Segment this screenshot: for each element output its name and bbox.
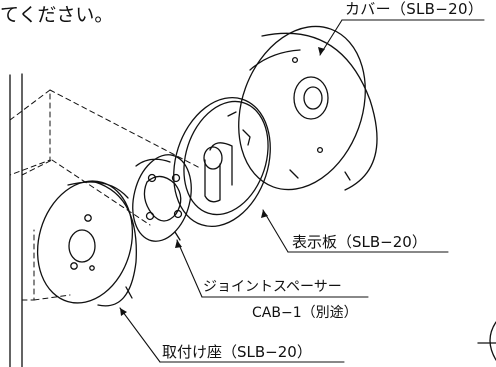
joint-spacer-part	[132, 154, 192, 242]
cover-part	[238, 25, 378, 191]
joint-spacer-part-label: CAB−1（別途）	[252, 305, 358, 321]
electrical-box-dashed	[9, 89, 201, 301]
mounting-base-label: 取付け座（SLB−20）	[162, 343, 312, 361]
page-text-fragment: てください。	[0, 4, 114, 26]
display-plate-label: 表示板（SLB−20）	[292, 233, 427, 251]
joint-spacer-label: ジョイントスペーサー	[203, 279, 342, 295]
cover-label: カバー（SLB−20）	[345, 0, 484, 18]
wall-outline	[9, 73, 23, 367]
offscreen-part-edge	[477, 321, 496, 361]
leader-arrowheads	[120, 47, 325, 316]
mounting-base-part	[36, 180, 137, 307]
